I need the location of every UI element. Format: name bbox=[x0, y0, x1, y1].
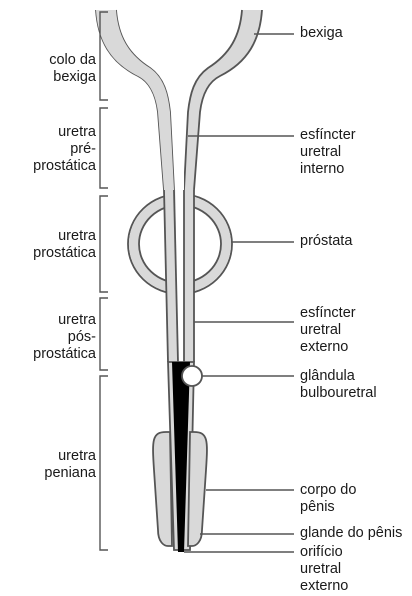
label-uretra-pre-prostatica: uretra pré- prostática bbox=[0, 124, 96, 175]
label-uretra-peniana: uretra peniana bbox=[0, 448, 96, 482]
label-prostata: próstata bbox=[300, 233, 352, 250]
label-uretra-pos-prostatica: uretra pós- prostática bbox=[0, 312, 96, 363]
penis-body-left bbox=[153, 432, 172, 546]
bulbourethral-gland bbox=[182, 366, 202, 386]
label-bexiga: bexiga bbox=[300, 25, 343, 42]
label-colo-da-bexiga: colo da bexiga bbox=[0, 52, 96, 86]
label-corpo-do-penis: corpo do pênis bbox=[300, 482, 356, 516]
label-glandula-bulbouretral: glândula bulbouretral bbox=[300, 368, 377, 402]
penis-body-right bbox=[188, 432, 207, 546]
label-glande-do-penis: glande do pênis bbox=[300, 525, 402, 542]
label-esfincter-uretral-externo: esfíncter uretral externo bbox=[300, 305, 356, 356]
label-esfincter-uretral-interno: esfíncter uretral interno bbox=[300, 127, 356, 178]
label-uretra-prostatica: uretra prostática bbox=[0, 228, 96, 262]
left-brackets bbox=[100, 12, 108, 550]
label-orificio-uretral-externo: orifício uretral externo bbox=[300, 544, 348, 595]
